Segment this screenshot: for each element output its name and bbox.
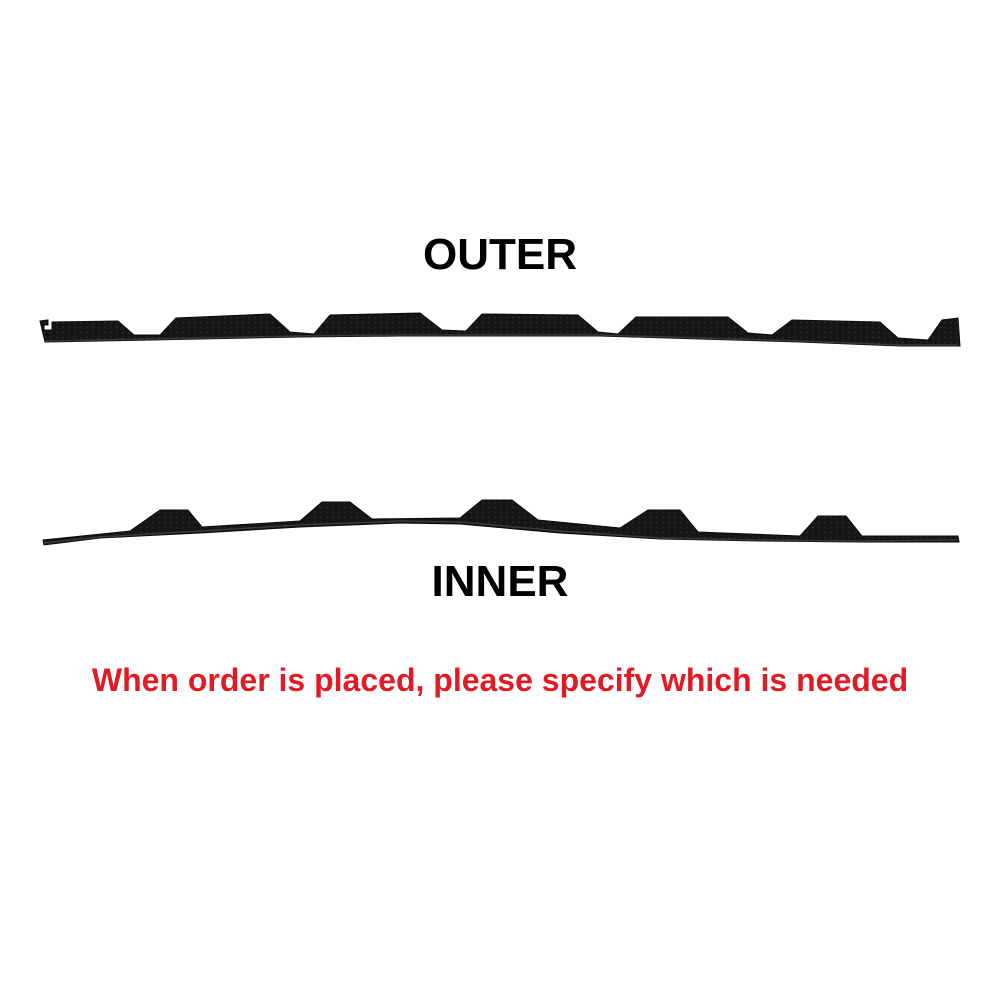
inner-trim-edge [43,520,959,544]
outer-label: OUTER [423,230,577,279]
outer-trim-strip-image [39,312,961,347]
inner-trim-body [42,499,960,546]
outer-trim-body [39,312,961,347]
inner-label: INNER [431,557,569,606]
inner-trim-strip-image [42,499,960,546]
order-notice-text: When order is placed, please specify whi… [91,662,909,698]
outer-trim-edge [44,334,958,346]
